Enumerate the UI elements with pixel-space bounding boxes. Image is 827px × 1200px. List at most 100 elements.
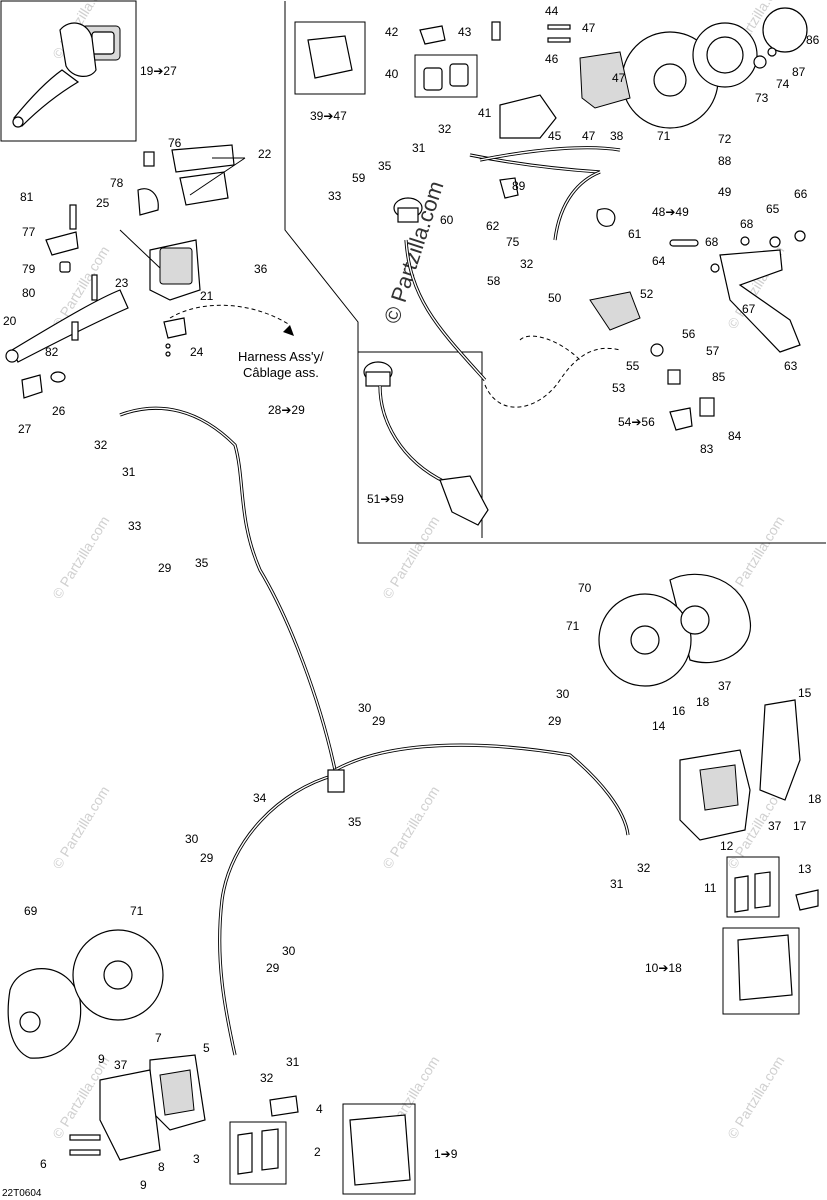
inset-frame-pads-11 [726,856,780,918]
callout-label: 7 [155,1031,162,1045]
callout-label: 81 [20,190,34,204]
callout-label: 12 [720,839,734,853]
watermark: © Partzilla.com [49,783,113,871]
callout-label: 43 [458,25,472,39]
left-handlebar-assembly-drawing [5,144,294,399]
callout-label: 31 [122,465,136,479]
watermark: © Partzilla.com [724,1053,788,1141]
callout-label: 86 [806,33,820,47]
callout-label: 51➔59 [367,492,404,506]
callout-label: 33 [128,519,142,533]
callout-label: 71 [566,619,580,633]
callout-label: 76 [168,136,182,150]
callout-label: 29 [266,961,280,975]
callout-label: 49 [718,185,732,199]
callout-label: 31 [610,877,624,891]
callout-label: 58 [487,274,501,288]
callout-label: 61 [628,227,642,241]
callout-label: 47 [582,21,596,35]
callout-label: 15 [798,686,812,700]
callout-label: 29 [548,714,562,728]
callout-label: 3 [193,1152,200,1166]
inset-frame-pads-40 [414,54,478,98]
callout-label: 13 [798,862,812,876]
main-brake-lines-drawing [119,406,630,1056]
rear-caliper-disc-drawing [307,7,808,139]
reservoir-inset-frame [358,351,483,538]
watermark: © Partzilla.com [379,513,443,601]
callout-label: 30 [358,701,372,715]
callout-label: 57 [706,344,720,358]
callout-label: 32 [438,122,452,136]
callout-label: 36 [254,262,268,276]
callout-label: 88 [718,154,732,168]
harness-note-line2: Câblage ass. [243,365,319,380]
callout-label: 4 [316,1102,323,1116]
callout-label: 78 [110,176,124,190]
callout-label: 75 [506,235,520,249]
watermark: © Partzilla.com [49,513,113,601]
callout-label: 80 [22,286,36,300]
callout-label: 47 [582,129,596,143]
left-front-brake-drawing [7,929,411,1186]
callout-label: 32 [520,257,534,271]
callout-label: 22 [258,147,272,161]
callout-label: 79 [22,262,36,276]
callout-label: 24 [190,345,204,359]
callout-label: 71 [130,904,144,918]
callout-label: 40 [385,67,399,81]
callout-label: 9 [98,1052,105,1066]
callout-label: 37 [718,679,732,693]
inset-frame-pads-2 [229,1121,287,1185]
callout-label: 35 [348,815,362,829]
callout-label: 19➔27 [140,64,177,78]
inset-frame-caliper-10 [722,927,800,1015]
callout-label: 70 [578,581,592,595]
callout-label: 65 [766,202,780,216]
callout-label: 72 [718,132,732,146]
callout-label: 20 [3,314,17,328]
callout-label: 85 [712,370,726,384]
callout-label: 2 [314,1145,321,1159]
callout-label: 69 [24,904,38,918]
callout-label: 83 [700,442,714,456]
callout-label: 31 [286,1055,300,1069]
callout-label: 33 [328,189,342,203]
callout-label: 56 [682,327,696,341]
callout-label: 32 [94,438,108,452]
callout-label: 37 [768,819,782,833]
callout-label: 34 [253,791,267,805]
callout-label: 9 [140,1178,147,1192]
callout-label: 63 [784,359,798,373]
figure-code: 22T0604 [2,1188,42,1199]
callout-label: 26 [52,404,66,418]
callout-label: 87 [792,65,806,79]
callout-label: 82 [45,345,59,359]
callout-label: 29 [372,714,386,728]
callout-label: 32 [637,861,651,875]
callout-label: 8 [158,1160,165,1174]
inset-frame-master-cylinder [0,0,137,142]
callout-label: 11 [704,881,717,895]
callout-label: 32 [260,1071,274,1085]
callout-label: 10➔18 [645,961,682,975]
callout-label: 35 [378,159,392,173]
callout-label: 54➔56 [618,415,655,429]
callout-label: 50 [548,291,562,305]
callout-label: 67 [742,302,756,316]
callout-label: 29 [158,561,172,575]
callout-label: 45 [548,129,562,143]
callout-label: 48➔49 [652,205,689,219]
callout-label: 64 [652,254,666,268]
callout-label: 44 [545,4,559,18]
callout-label: 28➔29 [268,403,305,417]
callout-label: 25 [96,196,110,210]
callout-label: 42 [385,25,399,39]
callout-label: 47 [612,71,626,85]
callout-label: 77 [22,225,36,239]
reservoir-inset-drawing [363,361,489,526]
callout-label: 37 [114,1058,128,1072]
callout-label: 17 [793,819,807,833]
